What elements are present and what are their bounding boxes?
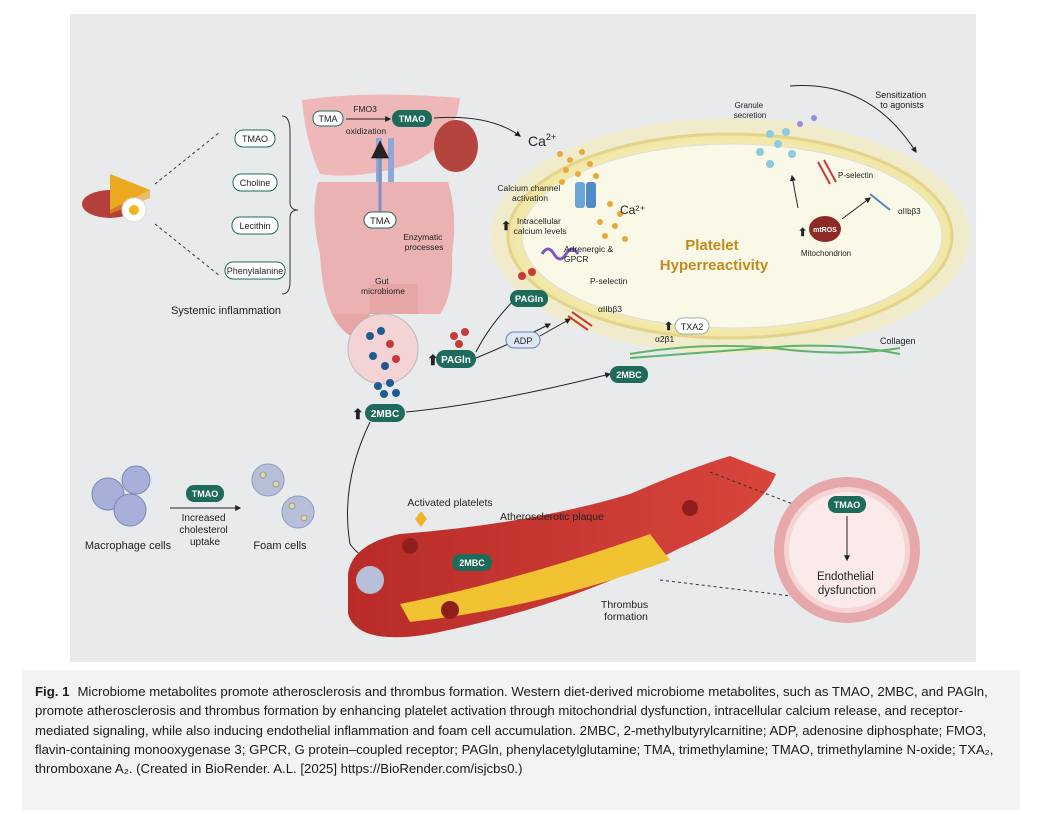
sensitization-arrow	[789, 85, 917, 154]
svg-text:Lecithin: Lecithin	[239, 221, 270, 231]
liver-tma-pill: TMA	[312, 110, 344, 127]
enzymatic-processes-label: Enzymatic processes	[403, 232, 445, 252]
svg-text:⬆: ⬆	[352, 406, 364, 422]
up-arrow-calcium: ⬆	[501, 219, 511, 233]
atherosclerotic-plaque-label: Atherosclerotic plaque	[500, 511, 604, 523]
gpcr-receptor-icon	[540, 247, 580, 261]
gut-microbiome-label: Gut microbiome	[361, 276, 405, 296]
svg-text:2MBC: 2MBC	[371, 409, 399, 420]
adp-arrow	[539, 318, 572, 337]
aiib3-receptor-right	[869, 193, 891, 211]
fmo3-label: FMO3	[353, 104, 377, 114]
svg-text:TMAO: TMAO	[834, 500, 861, 510]
a2b1-label: α2β1	[655, 334, 675, 344]
svg-text:PAGln: PAGln	[441, 355, 471, 366]
svg-text:2MBC: 2MBC	[459, 558, 485, 568]
collagen-label: Collagen	[880, 336, 916, 346]
blood-vessel	[348, 456, 776, 638]
vessel-to-endothelium-lines	[659, 471, 809, 599]
up-arrow-mtros: ⬆	[798, 227, 807, 239]
svg-text:⬆: ⬆	[427, 352, 439, 368]
foam-cells-label: Foam cells	[253, 540, 307, 552]
endothelial-tmao-pill: TMAO	[828, 496, 866, 513]
mitochondrion-icon: mtROS	[809, 216, 841, 242]
granule-secretion-label: Granule secretion	[734, 101, 766, 120]
2mbc-receptor-pill: 2MBC	[610, 366, 648, 383]
svg-text:TMA: TMA	[370, 216, 391, 227]
intracellular-calcium-label: Intracellular calcium levels	[514, 216, 567, 236]
macrophage-cells-icon	[91, 465, 151, 527]
up-arrow-txa2: ⬆	[664, 321, 673, 333]
svg-text:Phenylalanine: Phenylalanine	[227, 266, 284, 276]
liver	[302, 94, 478, 186]
p-selectin-right-label: P-selectin	[838, 171, 873, 180]
aiib3-receptor-left	[567, 311, 593, 331]
aiib3-right-label: αIIbβ3	[898, 207, 921, 216]
oxidization-label: oxidization	[346, 126, 386, 136]
granule-cluster-icon	[756, 115, 817, 168]
svg-text:ADP: ADP	[514, 336, 533, 346]
platelet-cell	[490, 118, 970, 354]
figure-label: Fig. 1	[35, 684, 70, 699]
calcium-channel-icon	[575, 182, 596, 208]
activated-platelets-label: Activated platelets	[407, 497, 492, 509]
systemic-inflammation-label: Systemic inflammation	[171, 305, 281, 317]
diet-item-lecithin: Lecithin	[231, 216, 279, 235]
mito-arrow	[841, 197, 871, 220]
diet-item-tmao: TMAO	[234, 129, 276, 148]
diet-bracket	[281, 115, 299, 295]
svg-text:Choline: Choline	[240, 178, 271, 188]
svg-text:mtROS: mtROS	[813, 227, 837, 234]
vessel-2mbc-pill: 2MBC	[452, 554, 492, 571]
svg-text:TMAO: TMAO	[242, 134, 268, 144]
diet-item-phenylalanine: Phenylalanine	[224, 261, 286, 280]
cholesterol-uptake-label: Increased cholesterol uptake	[179, 513, 230, 548]
adp-pill: ADP	[505, 331, 541, 349]
svg-text:TMAO: TMAO	[399, 114, 426, 124]
2mbc-pill: ⬆ 2MBC	[352, 379, 405, 422]
calcium-dots	[557, 149, 628, 242]
activated-platelet-icon	[415, 511, 427, 527]
calcium-label: Ca2+	[528, 132, 556, 149]
svg-text:TXA2: TXA2	[681, 322, 704, 332]
gut-microbiome-zoom	[347, 313, 419, 385]
diet-item-choline: Choline	[232, 173, 278, 192]
p-selectin-left-label: P-selectin	[590, 276, 628, 286]
calcium-channel-label: Calcium channel activation	[497, 183, 562, 203]
adrenergic-gpcr-label: Adrenergic & GPCR	[564, 244, 616, 264]
gut-tma-pill: TMA	[363, 211, 397, 229]
txa2-pill: TXA2	[674, 317, 710, 335]
thrombus-formation-label: Thrombus formation	[601, 599, 651, 623]
figure-panel: TMAO Choline Lecithin Phenylalanine TMA	[70, 14, 976, 662]
macrophage-label: Macrophage cells	[85, 540, 172, 552]
calcium-inside-label: Ca²⁺	[620, 203, 646, 217]
svg-text:2MBC: 2MBC	[616, 370, 642, 380]
caption-text: Microbiome metabolites promote atheroscl…	[35, 684, 994, 777]
platelet-hyperreactivity-title: Platelet Hyperreactivity	[660, 237, 769, 274]
endothelial-dysfunction-label: Endothelial dysfunction	[817, 571, 877, 597]
svg-text:TMAO: TMAO	[192, 489, 219, 499]
svg-text:TMA: TMA	[319, 114, 338, 124]
sensitization-label: Sensitization to agonists	[875, 90, 929, 110]
granule-arrow	[789, 174, 799, 209]
pagln-receptor-pill: PAGln	[510, 268, 548, 307]
foam-tmao-pill: TMAO	[186, 485, 224, 502]
foam-cells-icon	[251, 463, 315, 529]
diet-connector-lines	[154, 131, 221, 277]
aiib3-left-label: αIIbβ3	[598, 304, 622, 314]
western-diet-food-icon	[82, 174, 150, 223]
pagln-pill: ⬆ PAGln	[427, 328, 476, 368]
collagen-fiber	[629, 344, 901, 359]
p-selectin-right-icon	[817, 159, 837, 185]
mechanism-diagram: TMAO Choline Lecithin Phenylalanine TMA	[82, 85, 970, 638]
mitochondrion-label: Mitochondrion	[801, 249, 851, 258]
svg-text:PAGln: PAGln	[515, 294, 544, 305]
liver-tmao-pill: TMAO	[392, 110, 432, 127]
intestine	[314, 182, 455, 338]
